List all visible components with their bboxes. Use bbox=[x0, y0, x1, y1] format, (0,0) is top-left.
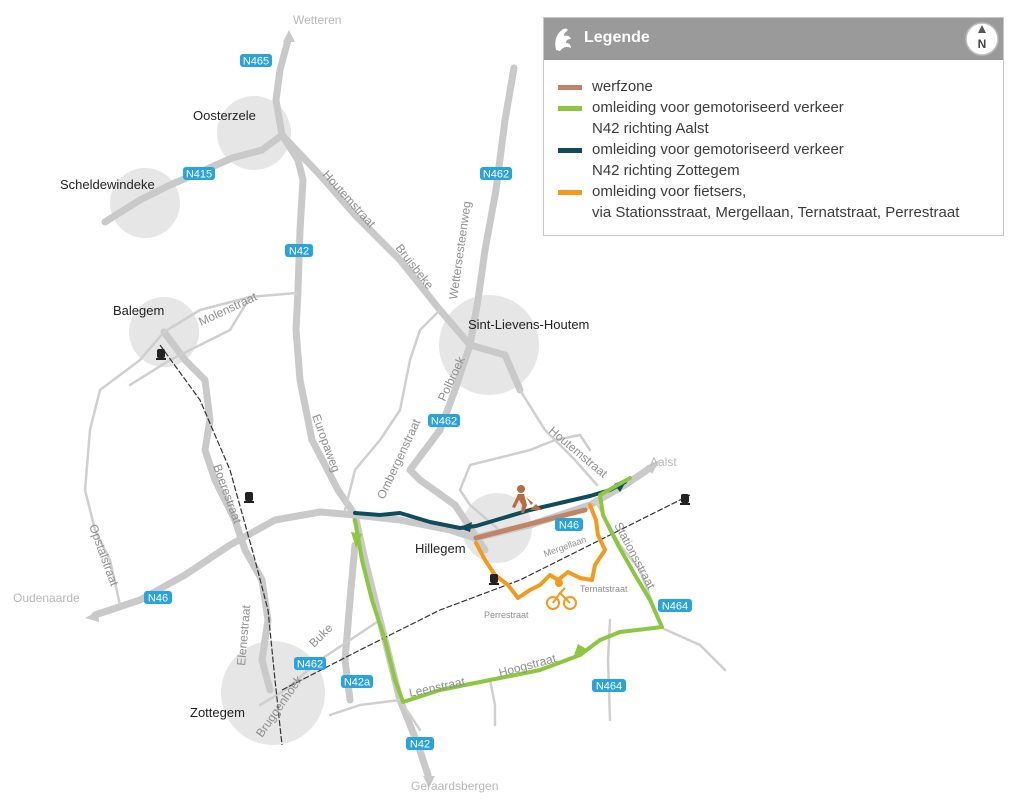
street-houtemstraat-top: Houtemstraat bbox=[320, 168, 379, 231]
flemish-lion-icon bbox=[555, 28, 571, 51]
legend-item-green-route: omleiding voor gemotoriseerd verkeer N42… bbox=[558, 97, 959, 139]
cyclist-icon bbox=[546, 579, 577, 610]
place-hillegem: Hillegem bbox=[415, 541, 466, 556]
street-bruisbeke: Bruisbeke bbox=[393, 241, 437, 292]
street-hoogstraat: Hoogstraat bbox=[497, 651, 558, 680]
green-detour-route bbox=[353, 476, 664, 704]
legend-item-blue-route: omleiding voor gemotoriseerd verkeer N42… bbox=[558, 139, 959, 181]
legend-item-sublabel: N42 richting Aalst bbox=[592, 120, 709, 137]
green-route-arrow bbox=[351, 532, 362, 548]
werfzone-line bbox=[473, 507, 588, 541]
shield-n465: N465 bbox=[243, 56, 269, 68]
legend-swatch bbox=[558, 85, 582, 90]
legend-items: werfzone omleiding voor gemotoriseerd ve… bbox=[558, 76, 959, 223]
shield-n462-top: N462 bbox=[483, 169, 509, 181]
direction-geraardsbergen: Geraardsbergen bbox=[411, 779, 498, 793]
road-shields[interactable]: N465 N415 N462 N42 N462 N46 N46 N462 N42… bbox=[144, 54, 692, 751]
street-wettersesteenweg: Wettersesteenweg bbox=[446, 200, 474, 300]
direction-aalst: Aalst bbox=[650, 455, 677, 469]
street-elenestraat: Elenestraat bbox=[234, 604, 253, 666]
place-oosterzele: Oosterzele bbox=[193, 108, 256, 123]
road-houtemstraat bbox=[278, 131, 524, 394]
place-balegem: Balegem bbox=[113, 303, 164, 318]
legend-item-orange-route: omleiding voor fietsers, via Stationsstr… bbox=[558, 181, 959, 223]
shield-n46-mid: N46 bbox=[559, 520, 579, 532]
legend-swatch bbox=[558, 190, 582, 195]
shield-n464-bottom: N464 bbox=[596, 681, 622, 693]
place-sint-lievens-houtem: Sint-Lievens-Houtem bbox=[468, 317, 589, 332]
legend-item-label: werfzone bbox=[592, 78, 653, 95]
railways bbox=[159, 344, 691, 746]
town-area-oosterzele bbox=[217, 96, 291, 170]
street-opstalstraat: Opstalstraat bbox=[86, 522, 122, 588]
legend-panel: Legende N werfzone omleiding voor gemoto… bbox=[543, 17, 1004, 236]
street-mergellaan: Mergellaan bbox=[542, 534, 587, 559]
legend-item-label: omleiding voor gemotoriseerd verkeer bbox=[592, 99, 844, 116]
shield-n42-bottom: N42 bbox=[410, 739, 430, 751]
shield-n415: N415 bbox=[186, 169, 212, 181]
legend-item-label: omleiding voor gemotoriseerd verkeer bbox=[592, 141, 844, 158]
legend-item-label: omleiding voor fietsers, bbox=[592, 183, 747, 200]
street-buke: Buke bbox=[306, 621, 335, 650]
shield-n464-top: N464 bbox=[662, 601, 688, 613]
direction-oudenaarde: Oudenaarde bbox=[13, 591, 80, 605]
shield-n462-mid: N462 bbox=[431, 416, 457, 428]
shield-n42a: N42a bbox=[344, 677, 371, 689]
railway-zottegem-balegem bbox=[159, 344, 283, 746]
place-scheldewindeke: Scheldewindeke bbox=[60, 177, 155, 192]
street-names: Houtemstraat Bruisbeke Wettersesteenweg … bbox=[86, 168, 658, 740]
shield-n462-bottom: N462 bbox=[297, 659, 323, 671]
street-boerestraat: Boerestraat bbox=[210, 462, 245, 526]
minor-roads bbox=[83, 291, 727, 732]
legend-header: Legende bbox=[544, 18, 1003, 60]
legend-title: Legende bbox=[584, 29, 650, 46]
legend-swatch bbox=[558, 106, 582, 111]
road-n46 bbox=[91, 464, 654, 619]
place-zottegem: Zottegem bbox=[190, 705, 245, 720]
shield-n42-top: N42 bbox=[289, 246, 309, 258]
street-perrestraat: Perrestraat bbox=[484, 610, 529, 620]
street-houtemstraat-right: Houtemstraat bbox=[546, 424, 611, 481]
legend-item-sublabel: via Stationsstraat, Mergellaan, Ternatst… bbox=[592, 204, 960, 221]
north-label: N bbox=[978, 37, 987, 51]
direction-arrows bbox=[85, 30, 660, 788]
direction-wetteren: Wetteren bbox=[293, 13, 341, 27]
street-leenstraat: Leenstraat bbox=[408, 674, 467, 700]
street-stationsstraat: Stationsstraat bbox=[611, 520, 658, 592]
north-arrow-icon: N bbox=[965, 22, 999, 56]
direction-names: Wetteren Aalst Oudenaarde Geraardsbergen bbox=[13, 13, 677, 793]
legend-item-sublabel: N42 richting Zottegem bbox=[592, 162, 740, 179]
green-route-arrow-2 bbox=[574, 644, 588, 655]
blue-route-arrow-2 bbox=[458, 522, 472, 532]
street-ternatstraat: Ternatstraat bbox=[580, 584, 628, 594]
legend-swatch bbox=[558, 148, 582, 153]
road-works-icon bbox=[512, 485, 542, 513]
place-names: Oosterzele Scheldewindeke Balegem Sint-L… bbox=[60, 108, 589, 720]
train-station-icon bbox=[156, 349, 690, 585]
road-balegem bbox=[160, 328, 274, 694]
legend-item-werfzone: werfzone bbox=[558, 76, 959, 97]
shield-n46-left: N46 bbox=[148, 593, 168, 605]
